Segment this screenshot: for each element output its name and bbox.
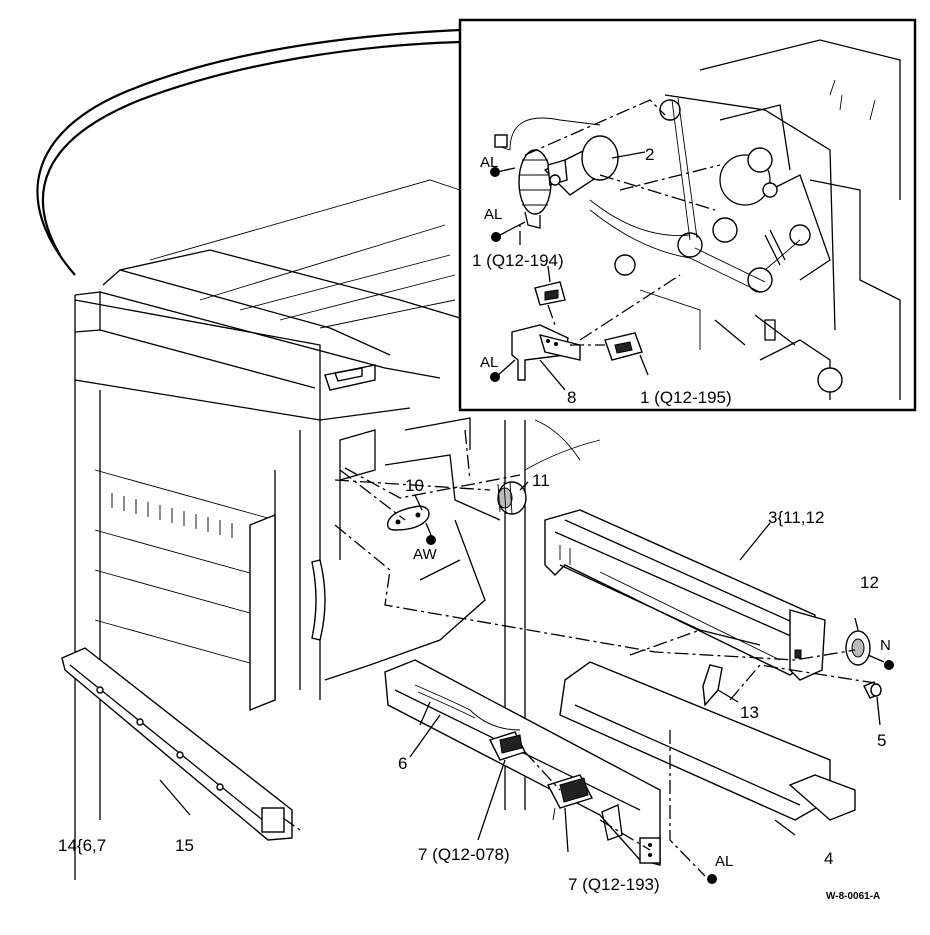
callout-14: 14{6,7 — [58, 836, 106, 855]
part-8-sensor-bracket — [511, 324, 581, 381]
part-13-clip — [702, 664, 739, 707]
callout-3: 3{11,12 — [768, 508, 824, 527]
part-4-tray — [559, 661, 856, 836]
callout-12: 12 — [860, 573, 879, 592]
fastener-al-motor-bottom — [491, 232, 501, 242]
fastener-al-bracket — [490, 372, 500, 382]
callout-11: 11 — [532, 471, 550, 490]
callout-1-q12-195: 1 (Q12-195) — [640, 388, 732, 407]
code-aw: AW — [413, 546, 437, 563]
part-2-drive-motor — [494, 117, 619, 229]
code-al-motor-bottom: AL — [484, 206, 502, 223]
callout-15: 15 — [175, 836, 194, 855]
fastener-al-motor-top — [490, 167, 500, 177]
part-1-sensor-q12-195 — [604, 332, 643, 361]
printer-body — [74, 179, 601, 880]
callout-6: 6 — [398, 754, 407, 773]
inset-detail — [458, 18, 917, 412]
code-al-bracket: AL — [480, 354, 498, 371]
detail-leader-outer — [36, 28, 461, 276]
part-3-fuser-assembly — [544, 509, 826, 681]
fastener-n — [884, 660, 894, 670]
fastener-al-bottom — [707, 874, 717, 884]
part-11-gear — [497, 481, 527, 515]
part-15-rail — [61, 647, 293, 841]
callout-labels: 2 1 (Q12-194) 8 1 (Q12-195) 10 11 3{11,1… — [58, 145, 891, 902]
callout-5: 5 — [877, 731, 886, 750]
fastener-aw — [426, 535, 436, 545]
part-5-pin — [863, 681, 882, 726]
code-n: N — [880, 637, 891, 654]
assembly-lines — [282, 429, 876, 877]
part-12-bearing — [845, 617, 894, 670]
callout-7-q12-078: 7 (Q12-078) — [418, 845, 510, 864]
part-7-sensor-q12-078 — [489, 731, 526, 761]
code-al-bottom: AL — [715, 853, 733, 870]
callout-1-q12-194: 1 (Q12-194) — [472, 251, 564, 270]
callout-10: 10 — [405, 476, 424, 495]
callout-4: 4 — [824, 849, 833, 868]
vent-slots — [99, 490, 233, 538]
part-7-sensor-q12-193 — [546, 774, 594, 821]
callout-7-q12-193: 7 (Q12-193) — [568, 875, 660, 894]
part-1-sensor-q12-194 — [534, 281, 566, 306]
callout-leaders — [159, 481, 771, 853]
callout-2: 2 — [645, 145, 654, 164]
callout-13: 13 — [740, 703, 759, 722]
code-al-motor-top: AL — [480, 154, 498, 171]
part-10-link — [386, 505, 436, 545]
figure-id: W-8-0061-A — [826, 891, 880, 902]
detail-leader-inner — [41, 40, 461, 256]
callout-8: 8 — [567, 388, 576, 407]
